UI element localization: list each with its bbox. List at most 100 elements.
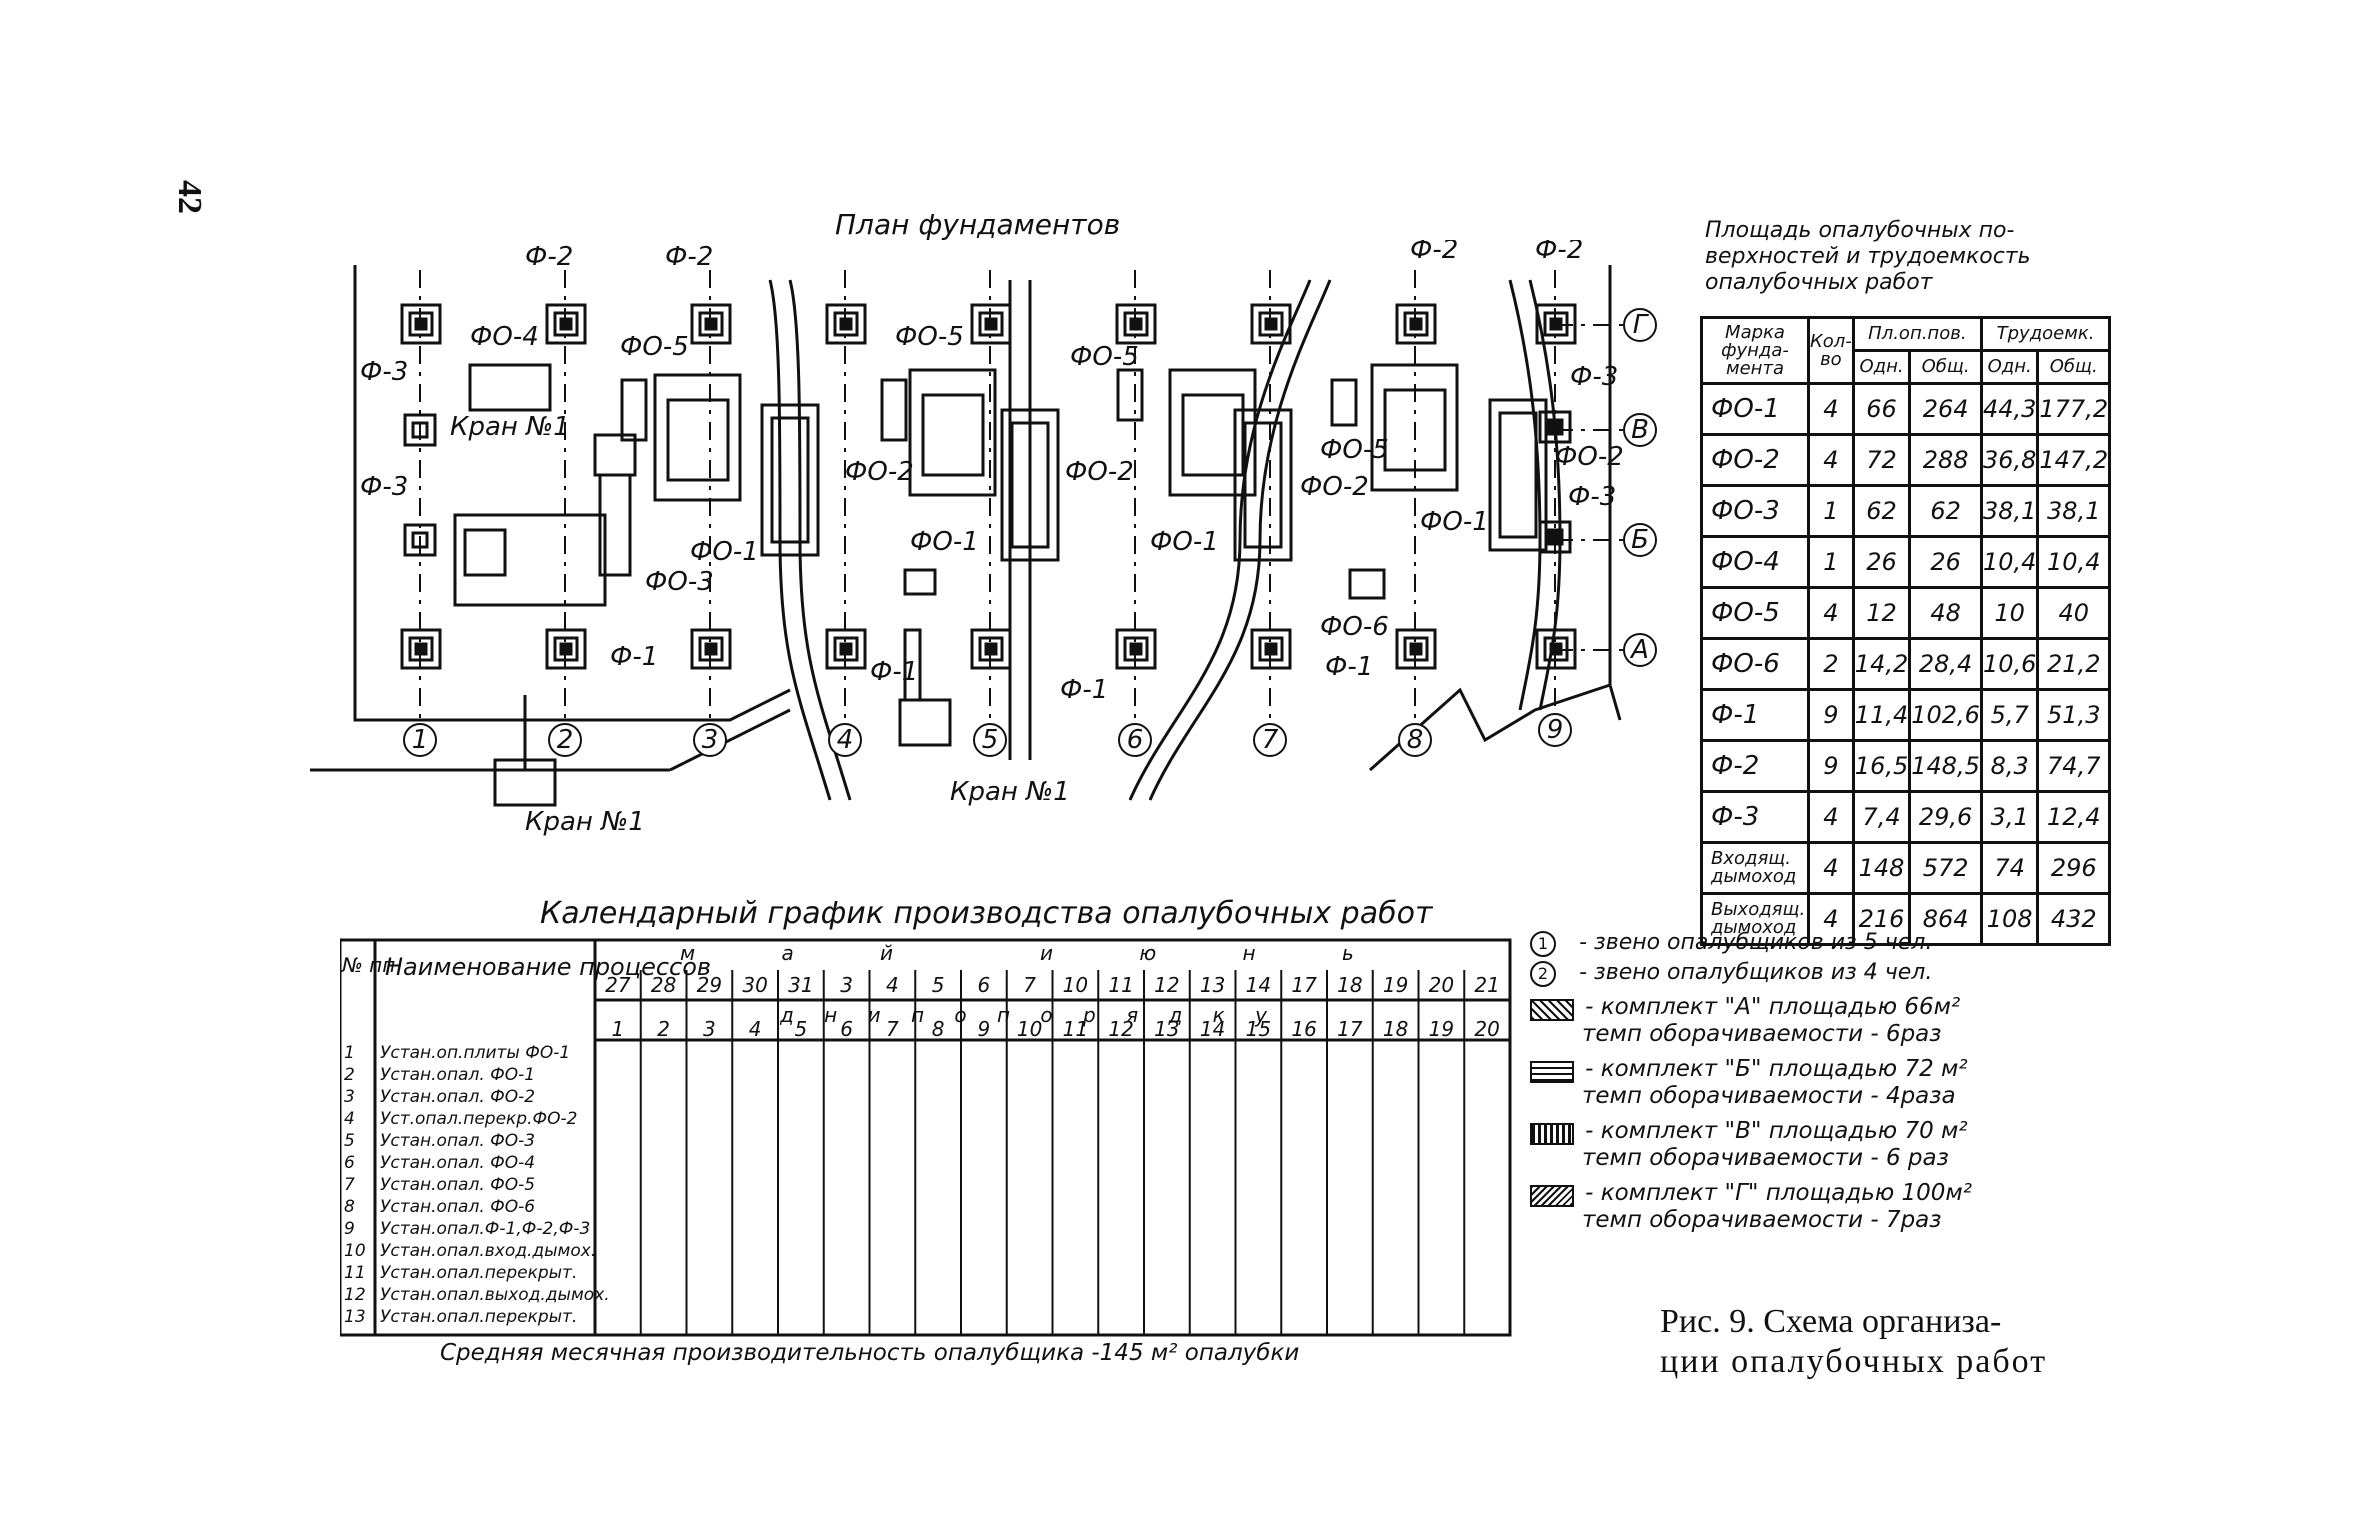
- order-day: 8: [932, 1017, 945, 1041]
- label-crane-a: Кран №1: [450, 412, 570, 442]
- calendar-day: 31: [788, 973, 813, 997]
- calendar-day: 20: [1429, 973, 1454, 997]
- process-no: 1: [344, 1043, 355, 1063]
- process-no: 3: [344, 1087, 355, 1107]
- figure-caption: Рис. 9. Схема организа- ции опалубочных …: [1660, 1303, 2048, 1380]
- process-name: Устан.опал. ФО-3: [380, 1131, 535, 1151]
- legend-item-a: - комплект "А" площадью 66м² темп оборач…: [1530, 994, 2030, 1056]
- order-day: 17: [1337, 1017, 1363, 1041]
- schedule-footer: Средняя месячная производительность опал…: [440, 1340, 1300, 1366]
- calendar-day: 10: [1063, 973, 1088, 997]
- calendar-day: 6: [978, 973, 991, 997]
- axis-5: 5: [982, 725, 999, 755]
- legend-item-1: 1 - звено опалубщиков из 5 чел.: [1530, 930, 2030, 960]
- axis-a: А: [1629, 635, 1649, 665]
- label-fo1-a: ФО-1: [690, 537, 759, 567]
- label-fo1-b: ФО-1: [910, 527, 979, 557]
- col-qty: Кол-во: [1807, 316, 1855, 385]
- label-fo5-c: ФО-5: [1070, 342, 1139, 372]
- order-day: 4: [749, 1017, 762, 1041]
- process-name: Уст.опал.перекр.ФО-2: [380, 1109, 577, 1129]
- order-day: 16: [1291, 1017, 1316, 1041]
- label-crane-c: Кран №1: [525, 807, 645, 837]
- calendar-day: 27: [605, 973, 631, 997]
- col-labor: Трудоемк.: [1979, 316, 2112, 352]
- axis-2: 2: [557, 725, 574, 755]
- axis-9: 9: [1547, 715, 1564, 745]
- process-no: 11: [344, 1263, 366, 1283]
- label-crane-b: Кран №1: [950, 777, 1070, 807]
- calendar-day: 11: [1108, 973, 1133, 997]
- label-fo1-d: ФО-1: [1420, 507, 1489, 537]
- label-f1-a: Ф-1: [610, 642, 658, 672]
- area-table: Марка фунда-мента Кол-во Пл.оп.пов. Труд…: [1700, 316, 2112, 946]
- process-name: Устан.опал.выход.дымох.: [380, 1285, 610, 1305]
- calendar-day: 3: [840, 973, 853, 997]
- calendar-day: 7: [1023, 973, 1036, 997]
- label-fo2-d: ФО-2: [1555, 442, 1624, 472]
- process-no: 7: [344, 1175, 355, 1195]
- label-fo4: ФО-4: [470, 322, 539, 352]
- process-no: 4: [344, 1109, 355, 1129]
- order-day: 13: [1154, 1017, 1179, 1041]
- label-fo2-a: ФО-2: [845, 457, 914, 487]
- process-name: Устан.опал. ФО-5: [380, 1175, 535, 1195]
- label-fo3: ФО-3: [645, 567, 714, 597]
- col-mark: Марка фунда-мента: [1700, 316, 1810, 385]
- axis-b: Б: [1631, 525, 1649, 555]
- hatch-v-icon: [1530, 1122, 1574, 1145]
- label-fo2-c: ФО-2: [1300, 472, 1369, 502]
- col-name-label: Наименование процессов: [385, 953, 711, 981]
- label-fo1-c: ФО-1: [1150, 527, 1219, 557]
- axis-4: 4: [837, 725, 854, 755]
- process-no: 5: [344, 1131, 355, 1151]
- label-f2-c: Ф-2: [1410, 240, 1458, 265]
- legend-item-v: - комплект "В" площадью 70 м² темп обора…: [1530, 1118, 2030, 1180]
- label-f3-c: Ф-3: [1570, 362, 1618, 392]
- order-day: 7: [886, 1017, 899, 1041]
- label-fo5-d: ФО-5: [1320, 435, 1389, 465]
- process-name: Устан.опал. ФО-6: [380, 1197, 535, 1217]
- page-number: 42: [171, 180, 208, 214]
- process-name: Устан.опал.перекрыт.: [380, 1307, 577, 1327]
- label-fo5-b: ФО-5: [895, 322, 964, 352]
- order-day: 14: [1200, 1017, 1225, 1041]
- label-f1-d: Ф-1: [1325, 652, 1373, 682]
- order-day: 6: [840, 1017, 853, 1041]
- process-name: Устан.опал. ФО-1: [380, 1065, 535, 1085]
- process-no: 9: [344, 1219, 355, 1239]
- label-f3-d: Ф-3: [1568, 482, 1616, 512]
- legend: 1 - звено опалубщиков из 5 чел. 2 - звен…: [1530, 930, 2030, 1242]
- process-name: Устан.опал.Ф-1,Ф-2,Ф-3: [380, 1219, 590, 1239]
- label-f3-b: Ф-3: [360, 472, 408, 502]
- area-table-title: Площадь опалубочных по- верхностей и тру…: [1705, 218, 2031, 295]
- process-no: 10: [344, 1241, 366, 1261]
- col-area: Пл.оп.пов.: [1851, 316, 1983, 352]
- order-day: 19: [1429, 1017, 1454, 1041]
- axis-v: В: [1631, 415, 1649, 445]
- order-day: 12: [1108, 1017, 1133, 1041]
- order-day: 5: [795, 1017, 808, 1041]
- calendar-day: 17: [1291, 973, 1317, 997]
- label-fo2-b: ФО-2: [1065, 457, 1134, 487]
- label-f3-a: Ф-3: [360, 357, 408, 387]
- calendar-day: 5: [932, 973, 945, 997]
- process-no: 13: [344, 1307, 366, 1327]
- process-no: 6: [344, 1153, 355, 1173]
- label-f1-c: Ф-1: [1060, 675, 1108, 705]
- col-no-label: № пп: [341, 953, 395, 977]
- process-no: 8: [344, 1197, 355, 1217]
- month-june: и ю н ь: [1040, 941, 1394, 965]
- calendar-day: 21: [1474, 973, 1499, 997]
- month-may: м а й: [680, 941, 933, 965]
- process-name: Устан.опал.вход.дымох.: [380, 1241, 596, 1261]
